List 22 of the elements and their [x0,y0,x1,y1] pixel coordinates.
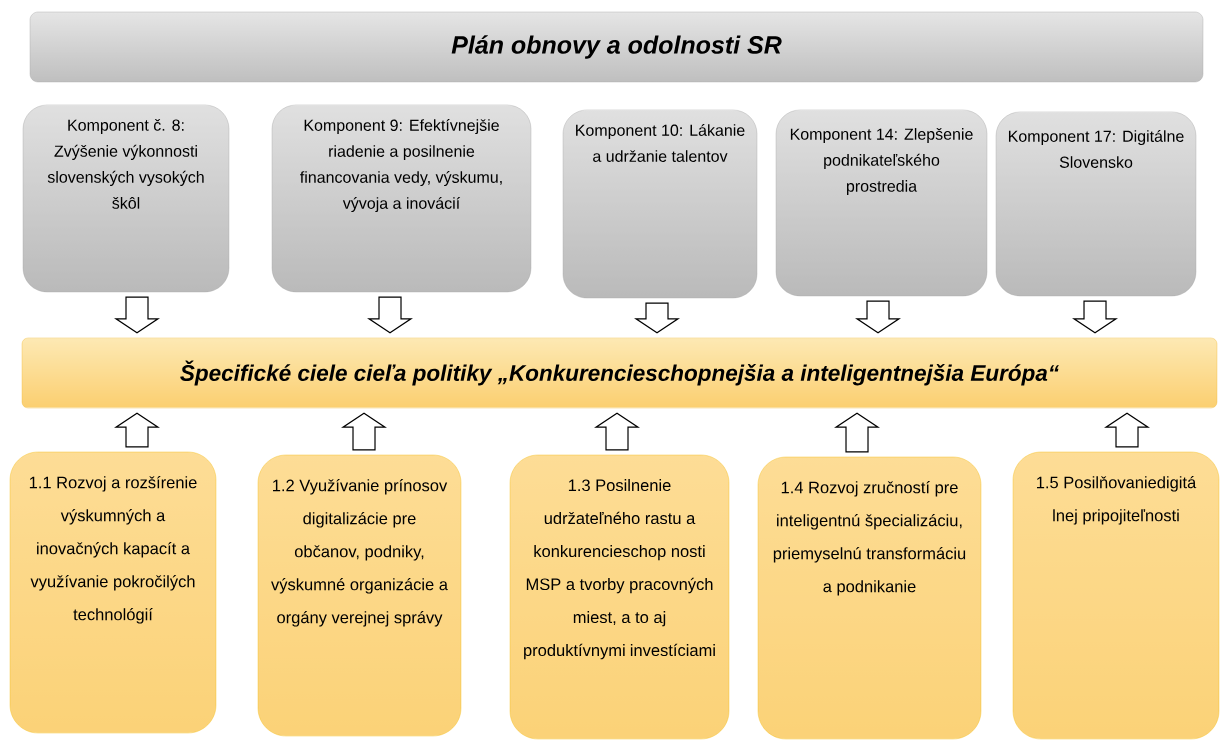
block-arrow [114,412,160,448]
objective-band: Špecifické ciele cieľa politiky „Konkurencieschopnejšia a inteligentnejšia Európa“ [21,337,1218,409]
block-arrow [1072,300,1118,334]
component-box: Komponent č. 8: Zvýšenie výkonnosti slovenských vysokých škôl [22,104,230,293]
objective-box: 1.1 Rozvoj a rozšírenie výskumných a inovačných kapacít a využívanie pokročilých technológií [9,451,217,734]
block-arrow [367,296,413,334]
title-banner: Plán obnovy a odolnosti SR [29,11,1204,83]
objective-box: 1.2 Využívanie prínosov digitalizácie pre občanov, podniky, výskumné organizácie a orgány verejnej správy [257,454,462,737]
component-box: Komponent 10: Lákanie a udržanie talentov [562,109,758,299]
component-box: Komponent 14: Zlepšenie podnikateľského prostredia [775,109,988,297]
block-arrow [634,302,680,334]
objective-box: 1.4 Rozvoj zručností pre inteligentnú špecializáciu, priemyselnú transformáciu a podnikanie [757,456,982,740]
block-arrow [341,412,387,451]
block-arrow [834,412,880,453]
block-arrow [114,296,160,334]
objective-box: 1.5 Posilňovaniedigitá lnej pripojiteľnosti [1012,451,1220,740]
component-box: Komponent 9: Efektívnejšie riadenie a posilnenie financovania vedy, výskumu, vývoja a inovácií [271,104,532,293]
objective-box: 1.3 Posilnenie udržateľného rastu a konkurencieschop nosti MSP a tvorby pracovných miest, a to aj produktívnymi investíciami [509,454,730,740]
component-box: Komponent 17: Digitálne Slovensko [995,111,1197,297]
block-arrow [1104,412,1150,448]
block-arrow [855,300,901,334]
block-arrow [594,412,640,451]
